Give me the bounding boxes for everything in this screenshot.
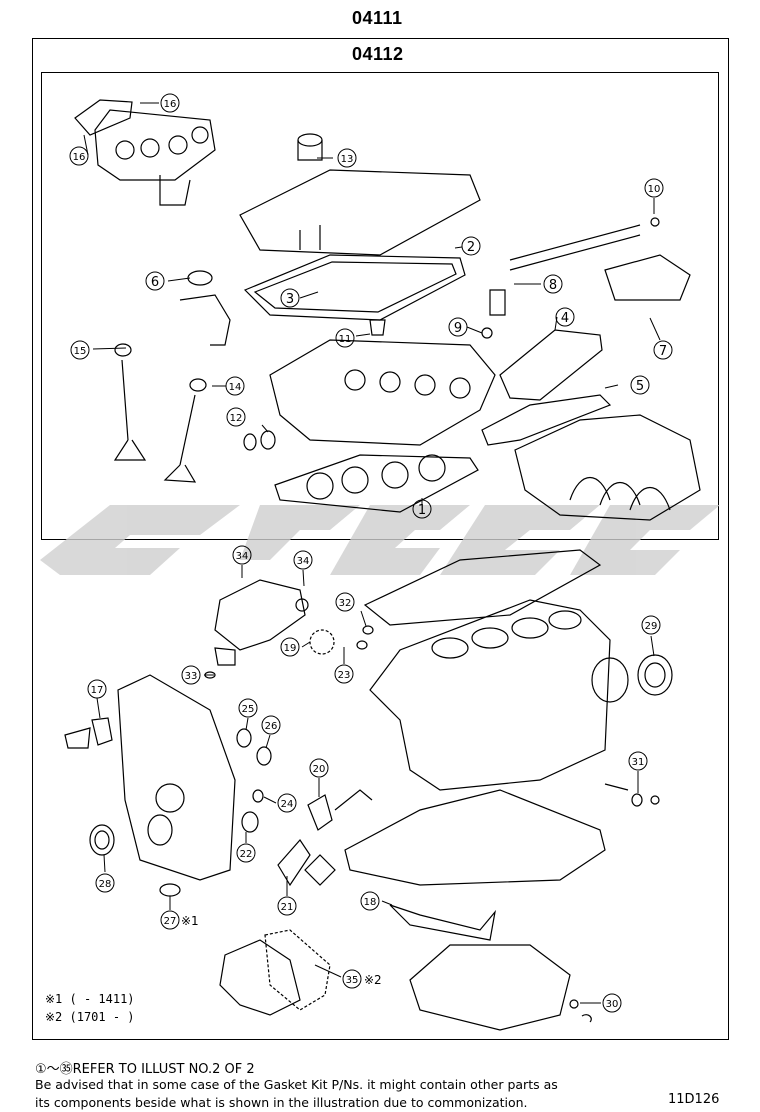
callout-15: 15 bbox=[70, 340, 90, 360]
svg-text:18: 18 bbox=[364, 897, 377, 908]
callout-33: 33 bbox=[181, 665, 201, 685]
callout-27: 27 bbox=[160, 910, 180, 930]
mark-27-note1: ※1 bbox=[181, 914, 199, 928]
callout-16-top: 16 bbox=[160, 93, 180, 113]
mark-35-note2: ※2 bbox=[364, 973, 382, 987]
svg-text:12: 12 bbox=[230, 413, 243, 424]
callout-5: 5 bbox=[630, 375, 650, 395]
svg-text:22: 22 bbox=[240, 849, 253, 860]
svg-text:30: 30 bbox=[606, 999, 619, 1010]
callout-34-left: 34 bbox=[232, 545, 252, 565]
callout-35: 35 bbox=[342, 969, 362, 989]
svg-text:14: 14 bbox=[229, 382, 242, 393]
svg-text:27: 27 bbox=[164, 916, 177, 927]
callout-31: 31 bbox=[628, 751, 648, 771]
svg-text:20: 20 bbox=[313, 764, 326, 775]
callout-24: 24 bbox=[277, 793, 297, 813]
callout-10: 10 bbox=[644, 178, 664, 198]
svg-text:4: 4 bbox=[561, 311, 569, 326]
callout-14: 14 bbox=[225, 376, 245, 396]
callout-2: 2 bbox=[461, 236, 481, 256]
callout-3: 3 bbox=[280, 288, 300, 308]
svg-text:28: 28 bbox=[99, 879, 112, 890]
svg-text:8: 8 bbox=[549, 278, 557, 293]
note-1: ※1 ( - 1411) bbox=[45, 992, 135, 1006]
svg-text:17: 17 bbox=[91, 685, 104, 696]
svg-text:34: 34 bbox=[297, 556, 310, 567]
svg-text:16: 16 bbox=[73, 152, 86, 163]
svg-text:25: 25 bbox=[242, 704, 255, 715]
callout-16-left: 16 bbox=[69, 146, 89, 166]
kit-number-inner: 04112 bbox=[352, 44, 404, 64]
callout-18: 18 bbox=[360, 891, 380, 911]
outer-kit-frame bbox=[32, 38, 729, 1040]
svg-text:13: 13 bbox=[341, 154, 354, 165]
svg-text:34: 34 bbox=[236, 551, 249, 562]
callout-30: 30 bbox=[602, 993, 622, 1013]
callout-23: 23 bbox=[334, 664, 354, 684]
callout-32: 32 bbox=[335, 592, 355, 612]
callout-17: 17 bbox=[87, 679, 107, 699]
callout-28: 28 bbox=[95, 873, 115, 893]
callout-12: 12 bbox=[226, 407, 246, 427]
callout-13: 13 bbox=[337, 148, 357, 168]
callout-34-right: 34 bbox=[293, 550, 313, 570]
callout-11: 11 bbox=[335, 328, 355, 348]
refer-note: ①～㉟REFER TO ILLUST NO.2 OF 2 bbox=[35, 1062, 255, 1077]
advisory-line-2: its components beside what is shown in t… bbox=[35, 1095, 528, 1110]
watermark-logo bbox=[40, 505, 720, 575]
callout-7: 7 bbox=[653, 340, 673, 360]
callout-20: 20 bbox=[309, 758, 329, 778]
svg-text:5: 5 bbox=[636, 379, 644, 394]
svg-text:2: 2 bbox=[467, 240, 475, 255]
svg-text:7: 7 bbox=[659, 344, 667, 359]
callout-19: 19 bbox=[280, 637, 300, 657]
svg-text:9: 9 bbox=[454, 321, 462, 336]
callout-26: 26 bbox=[261, 715, 281, 735]
svg-text:32: 32 bbox=[339, 598, 352, 609]
illustration-code: 11D126 bbox=[668, 1092, 720, 1107]
svg-text:10: 10 bbox=[648, 184, 661, 195]
callout-21: 21 bbox=[277, 896, 297, 916]
callout-6: 6 bbox=[145, 271, 165, 291]
svg-text:21: 21 bbox=[281, 902, 294, 913]
callout-22: 22 bbox=[236, 843, 256, 863]
callout-25: 25 bbox=[238, 698, 258, 718]
callout-29: 29 bbox=[641, 615, 661, 635]
svg-text:19: 19 bbox=[284, 643, 297, 654]
svg-text:29: 29 bbox=[645, 621, 658, 632]
svg-text:15: 15 bbox=[74, 346, 87, 357]
note-2: ※2 (1701 - ) bbox=[45, 1010, 135, 1024]
kit-number-outer: 04111 bbox=[352, 8, 403, 28]
svg-text:35: 35 bbox=[346, 975, 359, 986]
callout-4: 4 bbox=[555, 307, 575, 327]
svg-text:3: 3 bbox=[286, 292, 294, 307]
svg-text:23: 23 bbox=[338, 670, 351, 681]
advisory-line-1: Be advised that in some case of the Gask… bbox=[35, 1077, 558, 1092]
svg-text:1: 1 bbox=[418, 503, 426, 518]
svg-text:33: 33 bbox=[185, 671, 198, 682]
svg-text:26: 26 bbox=[265, 721, 278, 732]
callout-9: 9 bbox=[448, 317, 468, 337]
svg-text:24: 24 bbox=[281, 799, 294, 810]
callout-8: 8 bbox=[543, 274, 563, 294]
svg-text:16: 16 bbox=[164, 99, 177, 110]
svg-text:31: 31 bbox=[632, 757, 645, 768]
callout-1: 1 bbox=[412, 499, 432, 519]
svg-text:11: 11 bbox=[339, 334, 352, 345]
svg-text:6: 6 bbox=[151, 275, 159, 290]
